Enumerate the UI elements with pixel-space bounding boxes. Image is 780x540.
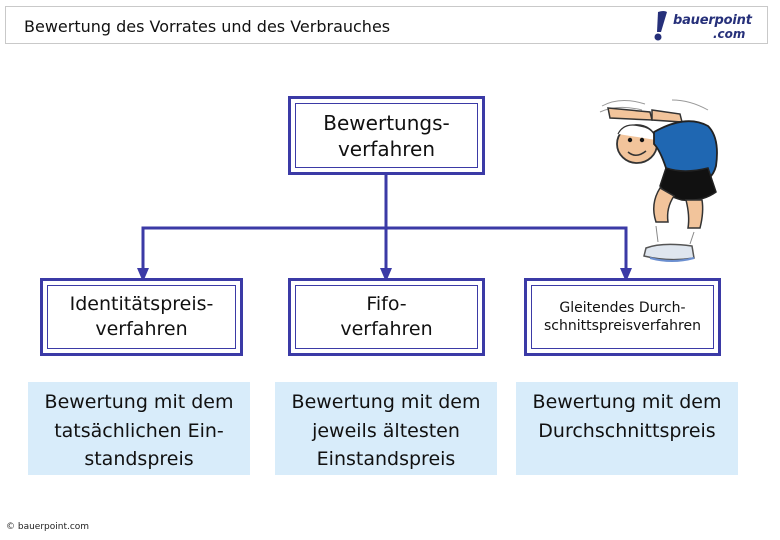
method-description: Bewertung mit dem tatsächlichen Ein- sta…	[28, 382, 250, 475]
bauerpoint-logo: bauerpoint .com	[651, 10, 759, 42]
jumping-man-illustration	[599, 99, 718, 262]
method-box-gleitend: Gleitendes Durch- schnittspreisverfahren	[524, 278, 721, 356]
method-box-identitaet: Identitätspreis- verfahren	[40, 278, 243, 356]
arrowhead-center	[380, 268, 392, 282]
method-label: Identitätspreis- verfahren	[69, 293, 214, 340]
copyright-text: © bauerpoint.com	[6, 522, 90, 532]
arrowhead-right	[620, 268, 632, 282]
header-bar: Bewertung des Vorrates und des Verbrauch…	[5, 6, 768, 44]
method-label: Gleitendes Durch- schnittspreisverfahren	[543, 299, 701, 334]
logo-subtext: .com	[713, 27, 746, 41]
arrowhead-left	[137, 268, 149, 282]
method-label: Fifo- verfahren	[340, 293, 433, 340]
method-description: Bewertung mit dem jeweils ältesten Einst…	[275, 382, 497, 475]
root-label: Bewertungs- verfahren	[323, 110, 450, 161]
method-box-fifo: Fifo- verfahren	[288, 278, 485, 356]
logo-text: bauerpoint	[673, 13, 752, 28]
page-title: Bewertung des Vorrates und des Verbrauch…	[24, 17, 391, 36]
method-description: Bewertung mit dem Durchschnittspreis	[516, 382, 738, 475]
logo-mark-icon	[654, 11, 667, 41]
connector-horizontal	[141, 226, 628, 282]
root-box: Bewertungs- verfahren	[288, 96, 485, 175]
